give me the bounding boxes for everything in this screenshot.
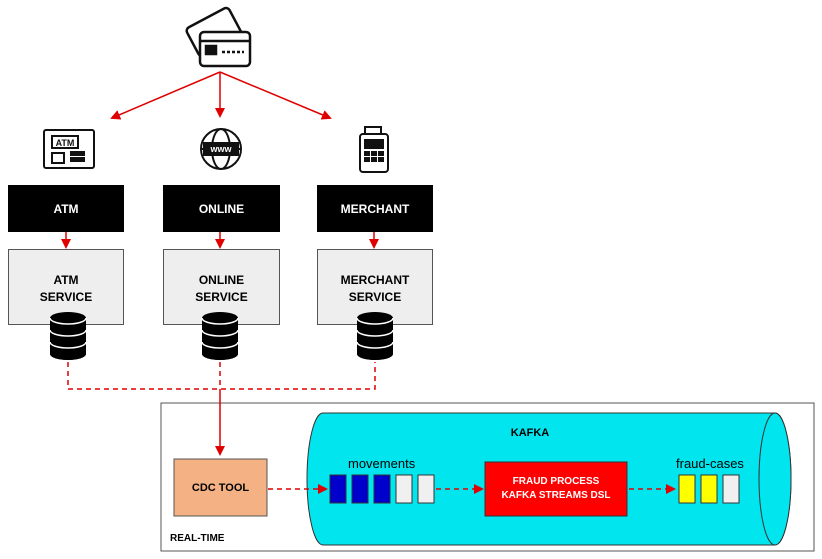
fraud-case-slot-filled (678, 474, 696, 504)
fraud-cases-topic-slots (678, 474, 740, 504)
kafka-label: KAFKA (510, 427, 550, 439)
online-service-box: ONLINE SERVICE (163, 249, 280, 325)
movement-slot-empty (395, 474, 413, 504)
movements-topic-label: movements (348, 456, 416, 471)
cdc-dashed-connectors (67, 362, 376, 456)
online-channel-box: ONLINE (163, 185, 280, 232)
globe-www-icon: www (200, 128, 242, 170)
movement-slot-filled (373, 474, 391, 504)
movements-topic-slots (329, 474, 435, 504)
atm-channel-box: ATM (8, 185, 124, 232)
atm-icon: ATM (43, 129, 95, 169)
atm-service-box: ATM SERVICE (8, 249, 124, 325)
service-arrows (61, 232, 379, 249)
fraud-process-label: FRAUD PROCESS KAFKA STREAMS DSL (501, 476, 611, 501)
cdc-tool-box (173, 458, 268, 517)
merchant-channel-box: MERCHANT (317, 185, 433, 232)
movement-slot-empty (417, 474, 435, 504)
fraud-cases-topic-label: fraud-cases (676, 456, 744, 471)
realtime-label: REAL-TIME (170, 532, 225, 544)
atm-icon-text: ATM (56, 138, 75, 148)
www-text: www (209, 144, 232, 154)
fraud-process-box (484, 461, 628, 517)
pos-terminal-icon (359, 126, 389, 173)
fraud-case-slot-filled (700, 474, 718, 504)
online-service-label: ONLINE SERVICE (195, 273, 248, 304)
merchant-service-label: MERCHANT SERVICE (340, 273, 410, 304)
merchant-service-box: MERCHANT SERVICE (317, 249, 433, 325)
movement-slot-filled (351, 474, 369, 504)
atm-service-label: ATM SERVICE (39, 273, 93, 304)
atm-channel-label: ATM (53, 201, 79, 216)
fraud-case-slot-empty (722, 474, 740, 504)
top-distribution-arrows (110, 71, 332, 120)
cdc-tool-label: CDC TOOL (191, 481, 250, 494)
movement-slot-filled (329, 474, 347, 504)
merchant-channel-label: MERCHANT (340, 201, 410, 216)
credit-cards-icon (185, 6, 252, 68)
online-channel-label: ONLINE (198, 201, 245, 216)
